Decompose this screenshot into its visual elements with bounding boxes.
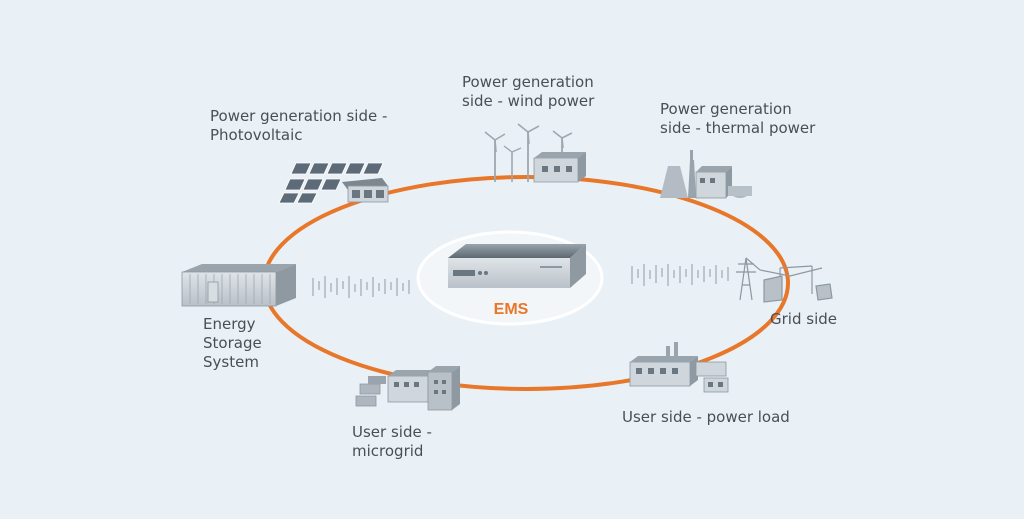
transmission-tower-icon: [736, 257, 833, 303]
ems-rack-server-icon: [448, 244, 586, 288]
wind-turbine-icon: [484, 123, 586, 183]
wind-label-line1: Power generation: [462, 73, 594, 91]
solar-panel-array-icon: [278, 162, 389, 204]
pv-label-line2: Photovoltaic: [210, 126, 303, 144]
micro-label-line2: microgrid: [352, 442, 424, 460]
micro-label-line1: User side -: [352, 423, 432, 441]
thermal-label-line1: Power generation: [660, 100, 792, 118]
signal-dashes-right: [631, 264, 729, 286]
micro-label: User side - microgrid: [352, 423, 432, 461]
power-plant-icon: [660, 150, 752, 199]
signal-dashes-left: [312, 276, 410, 298]
wind-label-line2: side - wind power: [462, 92, 595, 110]
factory-icon: [629, 342, 729, 393]
grid-label: Grid side: [770, 310, 837, 329]
load-label-line1: User side - power load: [622, 408, 790, 426]
storage-label-line1: Energy: [203, 315, 256, 333]
load-label: User side - power load: [622, 408, 790, 427]
wind-label: Power generation side - wind power: [462, 73, 594, 111]
storage-label: Energy Storage System: [203, 315, 262, 372]
pv-label: Power generation side - Photovoltaic: [210, 107, 387, 145]
thermal-label: Power generation side - thermal power: [660, 100, 815, 138]
storage-container-icon: [181, 264, 296, 307]
pv-label-line1: Power generation side -: [210, 107, 388, 125]
storage-label-line3: System: [203, 353, 259, 371]
storage-label-line2: Storage: [203, 334, 262, 352]
building-cluster-icon: [355, 366, 460, 411]
thermal-label-line2: side - thermal power: [660, 119, 816, 137]
ems-label: EMS: [493, 301, 529, 318]
grid-label-line1: Grid side: [770, 310, 837, 328]
